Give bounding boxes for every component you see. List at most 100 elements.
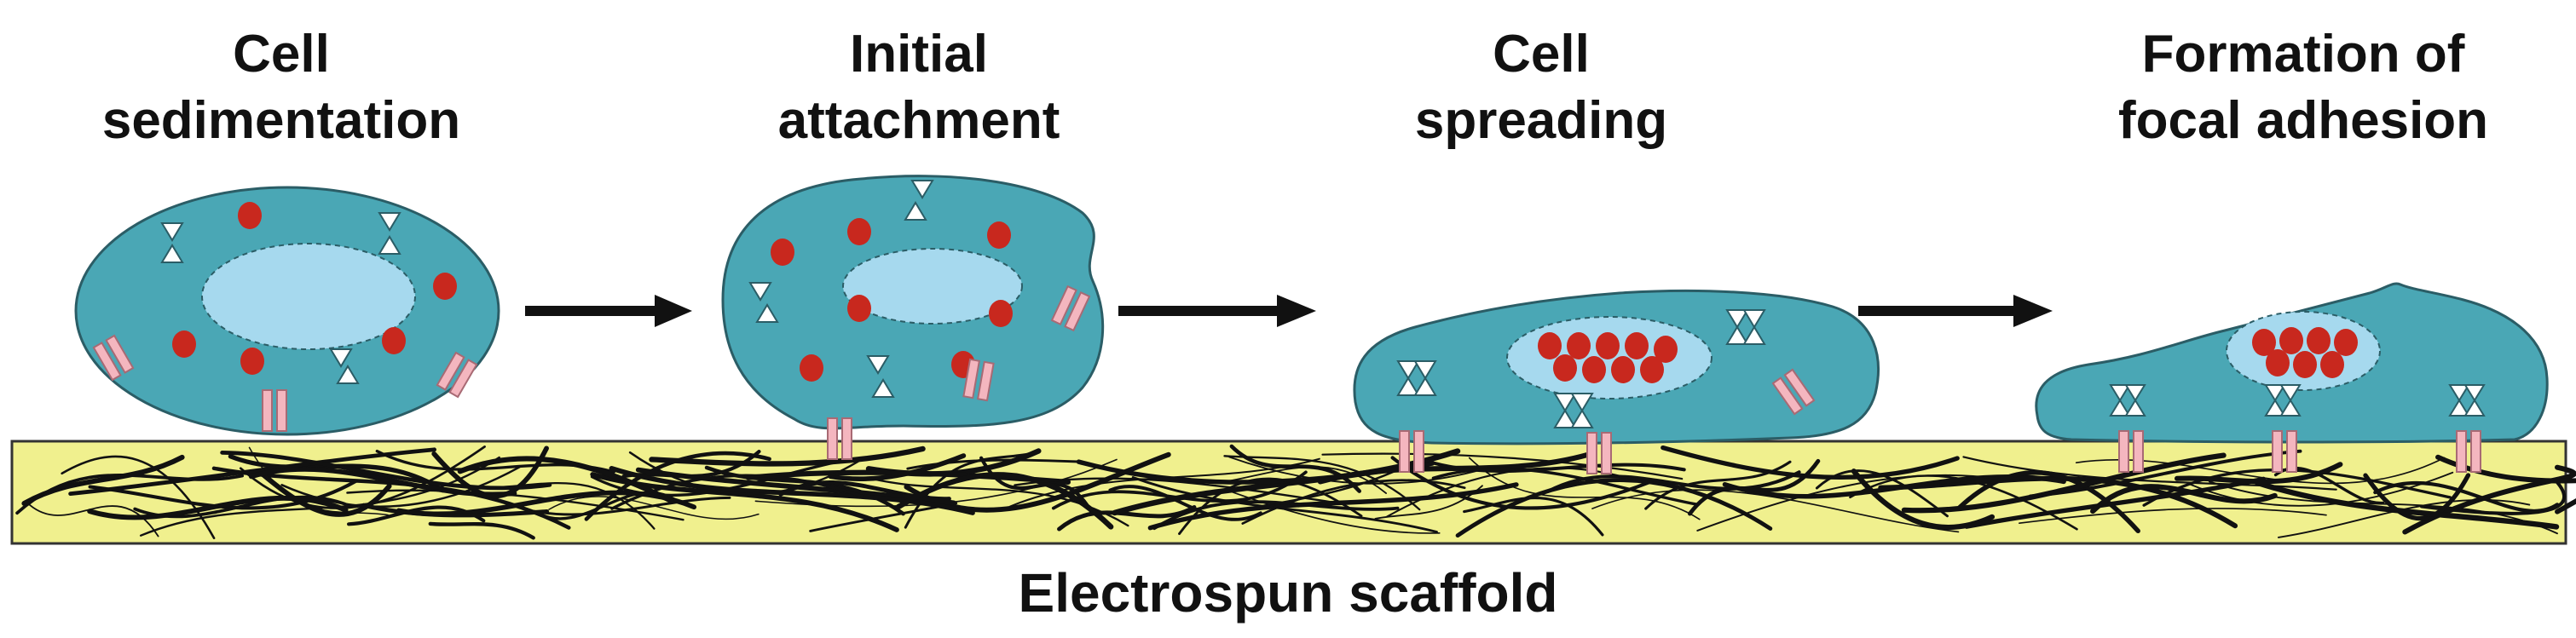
scaffold-fiber [2435, 454, 2576, 514]
receptor-pair [2456, 430, 2481, 473]
scaffold-fiber [21, 454, 185, 506]
stage-2-title-line1: Initial [850, 25, 988, 83]
integrin-glyph [755, 303, 779, 323]
scaffold-fiber [220, 451, 552, 491]
integrin-glyph [2448, 399, 2470, 417]
cell-spreading [1353, 289, 1880, 474]
scaffold-fiber [1178, 477, 1363, 536]
integrin-glyph [1570, 409, 1594, 428]
scaffold-fiber [1722, 474, 2066, 499]
integrin-glyph [1553, 393, 1577, 412]
scaffold-fiber [610, 474, 864, 510]
receptor-pair [2272, 430, 2297, 473]
integrin-glyph [2264, 399, 2286, 417]
arrow-2 [1118, 295, 1316, 327]
scaffold-fiber [1321, 452, 1684, 480]
cell-1-nucleus [201, 243, 416, 350]
integrin-glyph [378, 212, 401, 232]
scaffold-fiber [1431, 467, 1698, 506]
granule [433, 273, 457, 300]
cell-3-receptors [1399, 368, 1816, 474]
integrin-glyph [2463, 384, 2486, 402]
cell-initial-attachment [721, 175, 1105, 460]
scaffold-fiber [649, 445, 926, 467]
scaffold-fiber [1661, 445, 1960, 480]
granule [800, 354, 823, 382]
stage-4-title-line2: focal adhesion [2118, 91, 2488, 150]
scaffold-fiber [61, 455, 216, 540]
integrin-glyph [160, 222, 184, 242]
scaffold-fiber [1224, 488, 1441, 534]
granule [172, 330, 196, 358]
integrin-glyph [2264, 384, 2286, 402]
scaffold-fiber [1591, 489, 1960, 533]
scaffold-fiber [1076, 459, 1435, 485]
scaffold-fiber [428, 521, 535, 540]
cell-3-granules [1538, 332, 1678, 383]
receptor-pair [962, 358, 995, 402]
granule [1596, 332, 1620, 359]
scaffold-fiber [1014, 477, 1343, 505]
scaffold-fiber [29, 503, 159, 537]
stage-1-title-line2: sedimentation [102, 91, 460, 150]
granule [1611, 356, 1635, 383]
cell-4-integrins [2109, 384, 2486, 417]
stage-1-title-line1: Cell [233, 25, 330, 83]
scaffold-fiber [2175, 462, 2343, 485]
granule [382, 327, 406, 354]
scaffold-fiber [1957, 470, 2140, 534]
granule [1625, 332, 1649, 359]
integrin-glyph [2124, 399, 2146, 417]
scaffold-fiber [457, 456, 674, 503]
scaffold-fiber [866, 476, 1129, 527]
scaffold-fiber [1964, 476, 2267, 529]
integrin-glyph [1570, 393, 1594, 412]
granule [1640, 356, 1664, 383]
scaffold-fiber [2090, 484, 2278, 514]
scaffold-fiber [361, 503, 550, 518]
integrin-glyph [1742, 309, 1766, 329]
granule [1538, 332, 1562, 359]
cell-2-granules [771, 218, 1013, 382]
integrin-glyph [160, 244, 184, 263]
scaffold-fiber [87, 496, 349, 520]
granule [2266, 349, 2290, 376]
cell-3-integrins [1396, 309, 1766, 428]
granule [2293, 351, 2317, 378]
granule [1654, 336, 1678, 363]
granule [847, 295, 871, 322]
stage-titles: Cell sedimentation Initial attachment Ce… [102, 25, 2488, 150]
scaffold-fiber [1455, 478, 1773, 538]
cell-4-granules [2252, 327, 2358, 378]
integrin-glyph [1413, 376, 1437, 396]
cell-2-nucleus [842, 248, 1023, 325]
scaffold-fiber [1901, 452, 2227, 514]
integrin-glyph [336, 365, 360, 384]
receptor-pair [1771, 368, 1816, 416]
granule [2252, 329, 2276, 356]
integrin-glyph [2448, 384, 2470, 402]
integrin-glyph [1413, 360, 1437, 380]
integrin-glyph [2463, 399, 2486, 417]
cell-sedimentation [74, 186, 500, 436]
receptor-pair [92, 334, 135, 382]
integrin-glyph [1396, 360, 1420, 380]
scaffold-fiber [1386, 467, 1632, 518]
scaffold-fiber [1413, 455, 1686, 473]
receptor-pair [262, 389, 287, 432]
scaffold-fiber [1546, 470, 1801, 493]
integrin-glyph [2124, 384, 2146, 402]
cell-1-receptors [92, 334, 478, 432]
cell-4-receptors [2118, 430, 2481, 473]
granule [2320, 351, 2344, 378]
integrin-glyph [2279, 384, 2302, 402]
scaffold-fiber [1468, 457, 1701, 520]
scaffold-fiber [532, 496, 731, 516]
granule [847, 218, 871, 245]
cell-focal-adhesion [2035, 282, 2549, 473]
scaffold-fiber [628, 451, 865, 496]
integrin-glyph [329, 348, 353, 368]
scaffold-fiber [1152, 500, 1400, 531]
integrin-glyph [1553, 409, 1577, 428]
receptor-pair [2118, 430, 2144, 473]
